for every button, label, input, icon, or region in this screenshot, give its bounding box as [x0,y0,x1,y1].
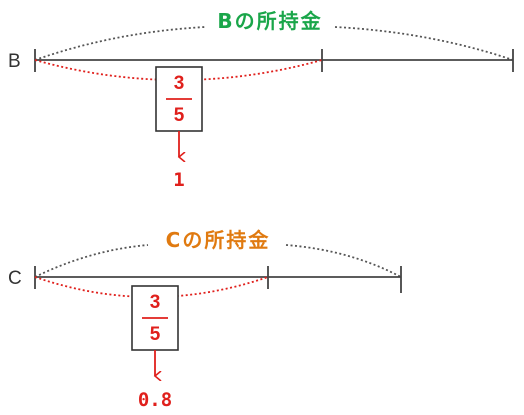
b-fraction-numerator: 3 [174,73,185,94]
b-row-label: B [8,51,21,72]
c-row: Cの所持金 C 3 5 0.8 [8,228,402,411]
c-result: 0.8 [138,389,172,411]
c-total-title: Cの所持金 [166,228,271,252]
c-total-brace-right [285,244,402,278]
b-total-brace-left [34,26,206,61]
c-fraction-denominator: 5 [150,324,161,345]
c-total-brace-left [34,244,149,278]
b-total-brace-right [334,26,514,61]
c-row-label: C [8,268,22,289]
b-fraction-denominator: 5 [174,105,185,126]
b-total-title: Bの所持金 [217,9,322,33]
c-fraction-numerator: 3 [150,292,161,313]
b-result: 1 [173,169,184,191]
b-row: Bの所持金 B 3 5 1 [8,9,514,191]
